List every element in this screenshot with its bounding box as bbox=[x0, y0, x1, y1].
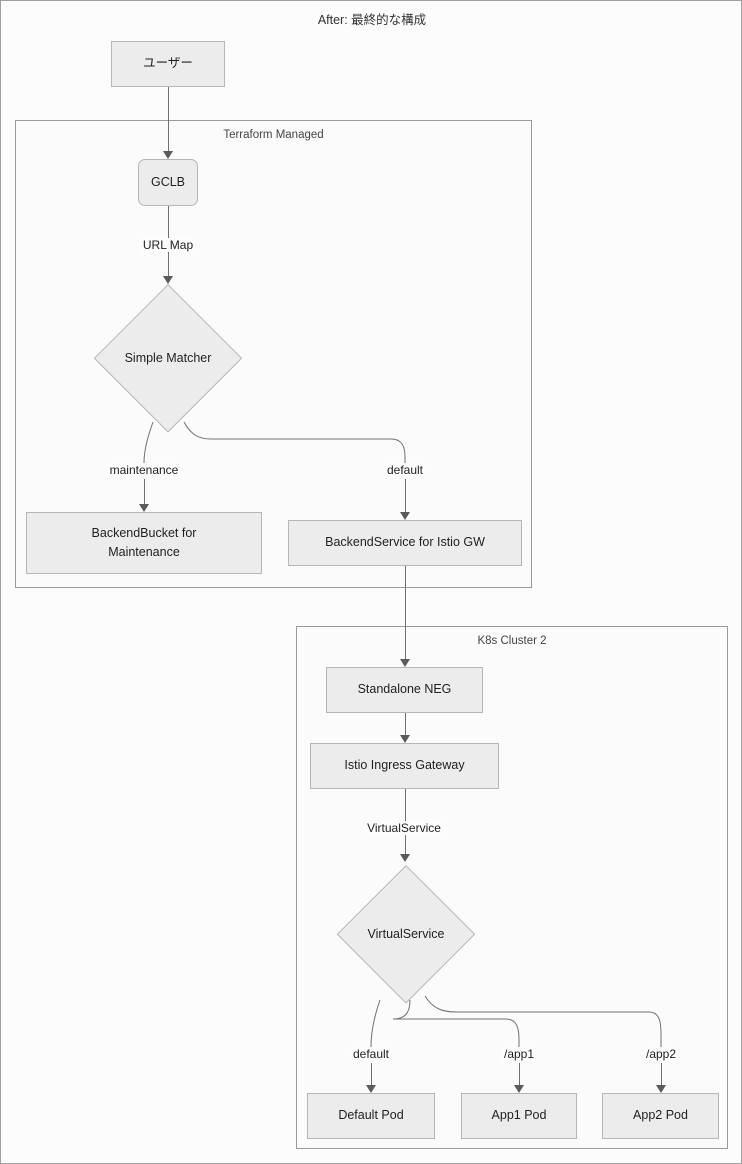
node-backend-bucket-label-line2: Maintenance bbox=[108, 545, 180, 559]
node-simple-matcher[interactable]: Simple Matcher bbox=[94, 284, 242, 432]
edge-default-pod bbox=[371, 1063, 372, 1085]
cluster-k8s-cluster-2: K8s Cluster 2 bbox=[296, 626, 728, 1149]
node-istio-ingress-gateway[interactable]: Istio Ingress Gateway bbox=[310, 743, 499, 789]
edge-arrow-default-pod bbox=[366, 1085, 376, 1093]
node-virtualservice[interactable]: VirtualService bbox=[337, 865, 475, 1003]
edge-maintenance-bucket bbox=[144, 479, 145, 504]
edge-label-virtualservice: VirtualService bbox=[365, 821, 443, 835]
edge-backendservice-neg bbox=[405, 566, 406, 659]
node-default-pod[interactable]: Default Pod bbox=[307, 1093, 435, 1139]
node-backend-service[interactable]: BackendService for Istio GW bbox=[288, 520, 522, 566]
node-gclb[interactable]: GCLB bbox=[138, 159, 198, 206]
node-backend-service-label: BackendService for Istio GW bbox=[325, 535, 485, 550]
edge-arrow-default-backendservice bbox=[400, 512, 410, 520]
node-user-label: ユーザー bbox=[143, 56, 193, 71]
edge-arrow-app2-pod bbox=[656, 1085, 666, 1093]
edge-label-app1: /app1 bbox=[501, 1047, 537, 1061]
edge-arrow-neg-istio-gateway bbox=[400, 735, 410, 743]
node-app1-pod[interactable]: App1 Pod bbox=[461, 1093, 577, 1139]
edge-label-default-lb: default bbox=[384, 463, 426, 477]
edge-app1-pod bbox=[519, 1063, 520, 1085]
node-istio-ingress-gateway-label: Istio Ingress Gateway bbox=[344, 758, 465, 773]
edge-user-gclb bbox=[168, 87, 169, 151]
node-default-pod-label: Default Pod bbox=[338, 1108, 404, 1123]
edge-arrow-maintenance-bucket bbox=[139, 504, 149, 512]
node-standalone-neg-label: Standalone NEG bbox=[357, 682, 452, 697]
node-virtualservice-label: VirtualService bbox=[367, 927, 445, 941]
edge-arrow-app1-pod bbox=[514, 1085, 524, 1093]
edge-label-app2: /app2 bbox=[643, 1047, 679, 1061]
cluster-label-k8s-cluster-2: K8s Cluster 2 bbox=[477, 635, 547, 647]
edge-label-url-map: URL Map bbox=[140, 238, 196, 252]
node-app2-pod[interactable]: App2 Pod bbox=[602, 1093, 719, 1139]
edge-arrow-backendservice-neg bbox=[400, 659, 410, 667]
cluster-label-terraform-managed: Terraform Managed bbox=[223, 129, 324, 141]
node-backend-bucket-label-line1: BackendBucket for bbox=[91, 525, 197, 540]
page-title: After: 最終的な構成 bbox=[317, 13, 427, 27]
node-standalone-neg[interactable]: Standalone NEG bbox=[326, 667, 483, 713]
edge-neg-istio-gateway bbox=[405, 713, 406, 735]
node-simple-matcher-label: Simple Matcher bbox=[124, 351, 212, 365]
edge-label-default-vs: default bbox=[350, 1047, 392, 1061]
node-app2-pod-label: App2 Pod bbox=[633, 1108, 688, 1123]
edge-default-backendservice bbox=[405, 479, 406, 512]
node-backend-bucket[interactable]: BackendBucket for Maintenance bbox=[26, 512, 262, 574]
node-user[interactable]: ユーザー bbox=[111, 41, 225, 87]
node-gclb-label: GCLB bbox=[150, 174, 186, 189]
node-app1-pod-label: App1 Pod bbox=[491, 1108, 547, 1123]
edge-arrow-user-gclb bbox=[163, 151, 173, 159]
edge-app2-pod bbox=[661, 1063, 662, 1085]
edge-label-maintenance: maintenance bbox=[107, 463, 181, 477]
edge-arrow-istio-gateway-virtualservice bbox=[400, 854, 410, 862]
edge-arrow-gclb-matcher bbox=[163, 276, 173, 284]
